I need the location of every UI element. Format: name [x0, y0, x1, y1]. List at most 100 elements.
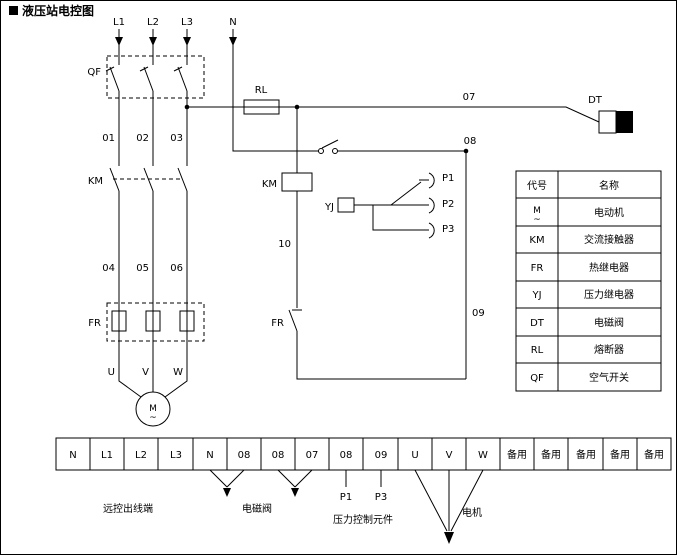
motor-v-label: V	[142, 367, 149, 378]
wire-03-label: 03	[170, 133, 183, 144]
qf-label: QF	[87, 67, 101, 78]
wire-04-label: 04	[102, 263, 115, 274]
wire-06-label: 06	[170, 263, 183, 274]
terminal-cell-8: 08	[340, 450, 353, 461]
km-contact-label: KM	[88, 176, 103, 187]
dt-valve-icon	[598, 110, 617, 134]
annotation-remote: 远控出线端	[103, 502, 153, 515]
contact-terminal-icon	[318, 148, 324, 154]
annotation-motor: 电机	[462, 506, 482, 519]
terminal-cell-3: L3	[170, 450, 182, 461]
phase-l2-label: L2	[147, 17, 159, 28]
junction-dot	[184, 104, 190, 110]
legend-header-code: 代号	[527, 180, 547, 192]
terminal-cell-10: U	[411, 450, 418, 461]
motor-group: U V W M ~	[108, 367, 183, 427]
annotation-p3: P3	[375, 492, 387, 503]
terminal-cell-7: 07	[306, 450, 319, 461]
km-coil-icon	[281, 172, 313, 192]
wire-10-label: 10	[278, 239, 291, 250]
legend-row-4-code: DT	[530, 318, 545, 329]
neutral-line: 08 09	[232, 29, 485, 379]
down-arrow-icon	[444, 532, 454, 544]
qf-pole-icon	[105, 66, 120, 92]
terminal-cell-12: W	[478, 450, 488, 461]
legend-row-2-name: 热继电器	[589, 261, 629, 274]
legend-row-5-code: RL	[531, 345, 544, 356]
km-main-contacts: KM	[88, 167, 188, 192]
wire-05-label: 05	[136, 263, 149, 274]
annotation-pressure: 压力控制元件	[333, 513, 393, 526]
rl-fuse-icon	[243, 99, 280, 115]
qf-pole-icon	[173, 66, 188, 92]
terminal-cell-14: 备用	[541, 448, 561, 461]
title-bullet-icon	[9, 6, 18, 15]
terminal-cell-4: N	[206, 450, 213, 461]
yj-pressure-relay: YJ P1 P2 P3	[324, 172, 454, 239]
down-arrow-icon	[291, 488, 299, 497]
phase-l1-label: L1	[113, 17, 125, 28]
legend-row-4-name: 电磁阀	[594, 316, 624, 329]
fr-heater-icon	[179, 310, 195, 332]
fr-heater-icon	[145, 310, 161, 332]
legend-row-5-name: 熔断器	[594, 343, 624, 356]
annotation-p1: P1	[340, 492, 352, 503]
terminal-cell-2: L2	[135, 450, 147, 461]
yj-label: YJ	[324, 202, 334, 213]
wire-01-label: 01	[102, 133, 115, 144]
p1-label: P1	[442, 173, 454, 184]
fr-heater-icon	[111, 310, 127, 332]
dt-valve-solid-icon	[616, 111, 633, 133]
yj-box-icon	[337, 197, 355, 213]
yj-contact-blade-icon	[390, 181, 422, 206]
terminal-cell-17: 备用	[644, 448, 664, 461]
p2-label: P2	[442, 199, 454, 210]
terminal-cell-0: N	[69, 450, 76, 461]
page-header: 液压站电控图	[9, 3, 94, 18]
motor-symbol-icon: M	[149, 404, 157, 414]
contact-terminal-icon	[332, 148, 338, 154]
wire-08-label: 08	[464, 136, 477, 147]
motor-circle	[135, 391, 171, 427]
qf-box	[106, 55, 205, 99]
terminal-strip: N L1 L2 L3 N 08 08 07 08 09 U V W 备用 备用 …	[55, 437, 672, 471]
legend-table: 代号 名称 M ~ 电动机 KM 交流接触器 FR 热继电器 YJ 压力继电器 …	[515, 170, 662, 392]
supply-labels: L1 L2 L3 N	[113, 17, 237, 46]
p3-connector-icon	[428, 222, 435, 239]
fr-thermal-relay: FR	[88, 302, 205, 342]
contact-blade-icon	[321, 139, 339, 149]
terminal-cell-13: 备用	[507, 448, 527, 461]
wire-09-label: 09	[472, 308, 485, 319]
p1-connector-icon	[428, 172, 435, 189]
legend-row-3-name: 压力继电器	[584, 288, 634, 301]
terminal-cell-15: 备用	[576, 448, 596, 461]
p3-label: P3	[442, 224, 454, 235]
fr-box	[106, 302, 205, 342]
terminal-cell-6: 08	[272, 450, 285, 461]
junction-dot	[463, 148, 469, 154]
terminal-cell-11: V	[446, 450, 453, 461]
legend-row-0-name: 电动机	[594, 206, 624, 219]
terminal-cell-9: 09	[375, 450, 388, 461]
legend-row-2-code: FR	[531, 263, 544, 274]
legend-motor-symbol-icon: M	[533, 206, 541, 216]
page-title: 液压站电控图	[22, 3, 94, 18]
qf-breaker: QF	[87, 55, 205, 99]
motor-wave-icon: ~	[149, 413, 157, 423]
down-arrow-icon	[223, 488, 231, 497]
legend-row-1-name: 交流接触器	[584, 233, 634, 246]
legend-header-name: 名称	[599, 179, 619, 192]
legend-row-6-name: 空气开关	[589, 371, 629, 384]
fr-label: FR	[88, 318, 101, 329]
fr-contact-icon	[288, 309, 302, 332]
km-coil-branch: KM 10 FR	[262, 107, 466, 380]
p2-connector-icon	[428, 197, 435, 214]
wire-labels-upper: 01 02 03	[102, 133, 183, 144]
terminal-cell-1: L1	[101, 450, 113, 461]
legend-row-6-code: QF	[530, 373, 544, 384]
terminal-cell-16: 备用	[610, 448, 630, 461]
phase-l3-label: L3	[181, 17, 193, 28]
qf-pole-icon	[139, 66, 154, 92]
